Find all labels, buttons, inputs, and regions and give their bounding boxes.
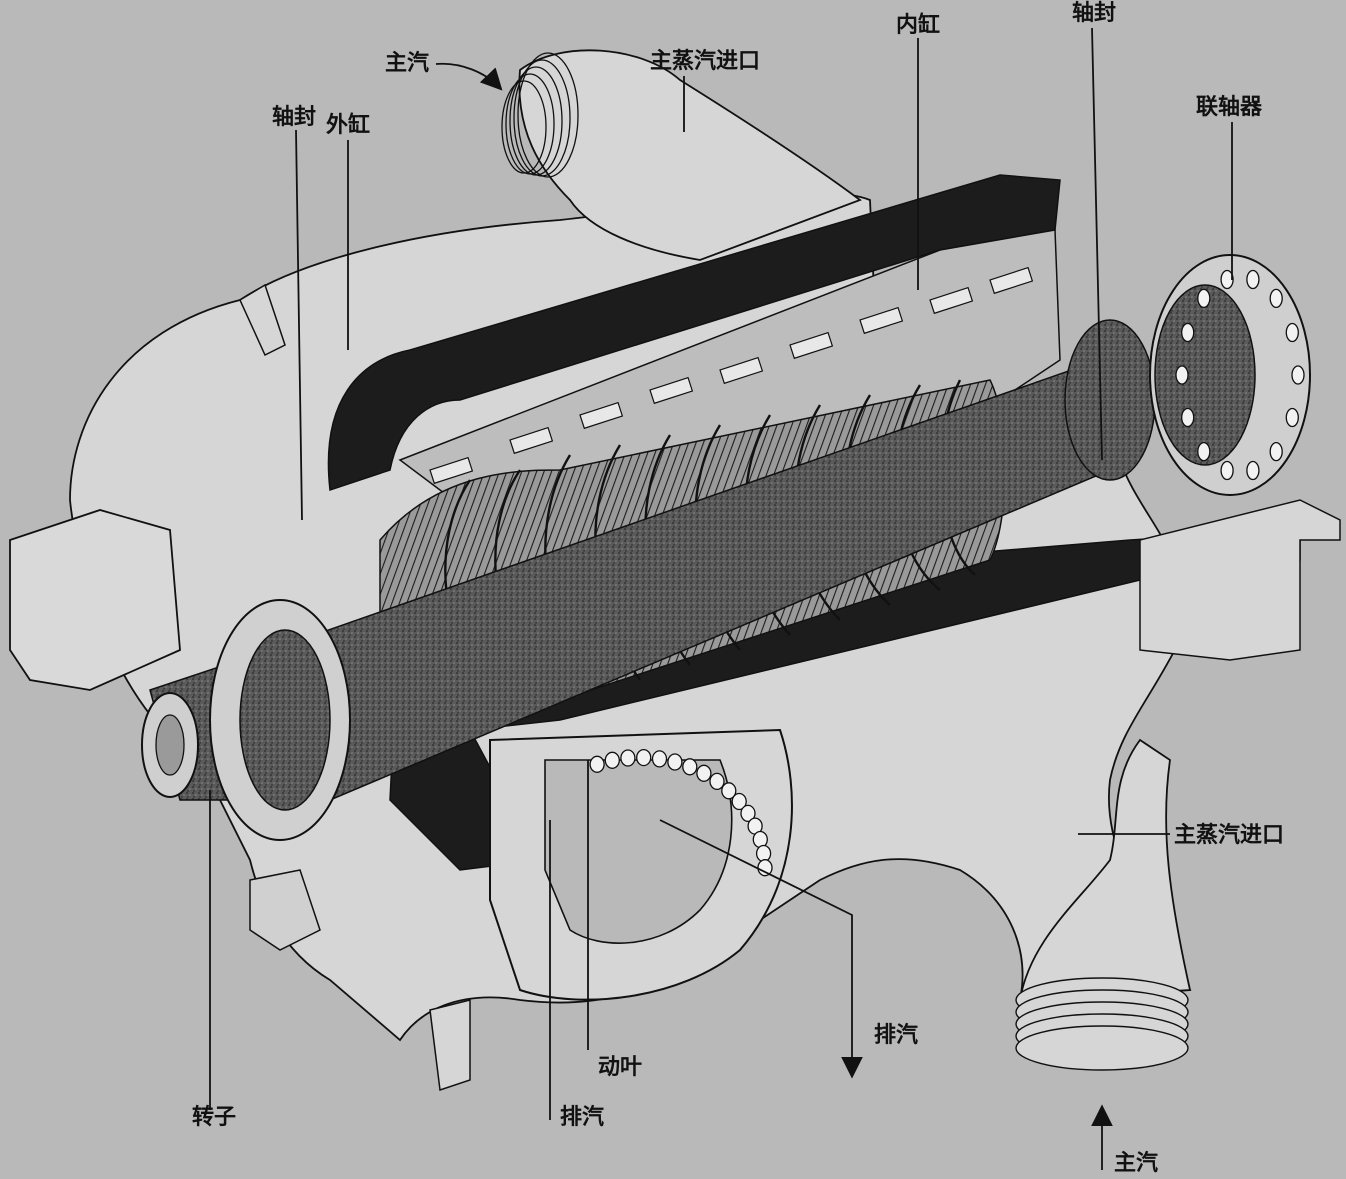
leader-lines xyxy=(209,27,1233,1170)
arrow-exhaust-right xyxy=(659,819,863,1079)
exhaust-flange-hole xyxy=(755,844,772,863)
exhaust-flange-hole xyxy=(696,764,712,782)
label-shaft-seal-right: 轴封 xyxy=(1072,0,1116,26)
left-lower-stub xyxy=(429,999,471,1092)
exhaust-flange-hole xyxy=(589,755,605,773)
left-bearing-block xyxy=(9,509,181,691)
left-top-stub xyxy=(239,283,286,357)
label-rotor: 转子 xyxy=(192,1104,236,1130)
label-inner-casing: 内缸 xyxy=(896,12,940,38)
exhaust-flange-hole xyxy=(731,792,747,811)
exhaust-flange-hole xyxy=(682,758,698,776)
exhaust-flange-hole xyxy=(721,782,737,800)
bottom-inlet-threads xyxy=(1015,977,1189,1071)
coupling-bolt-hole xyxy=(1285,407,1299,428)
upper-casing-section xyxy=(327,174,1061,492)
coupling-bolt-hole xyxy=(1269,441,1283,462)
exhaust-flange-hole xyxy=(651,750,668,768)
coupling-bolt-hole xyxy=(1246,269,1260,290)
coupling-bolt-holes xyxy=(1175,269,1305,481)
exhaust-flange-hole xyxy=(667,753,683,771)
label-main-steam-bottom: 主汽 xyxy=(1114,1150,1158,1176)
label-moving-blades: 动叶 xyxy=(598,1055,642,1080)
exhaust-flange-holes xyxy=(589,748,773,877)
label-shaft-seal-left: 轴封 xyxy=(272,104,316,130)
coupling-bolt-hole xyxy=(1181,407,1195,428)
coupling-bolt-hole xyxy=(1220,269,1234,290)
right-shaft-seal xyxy=(1064,319,1156,481)
right-bearing-block xyxy=(1139,499,1341,661)
exhaust-flange-hole xyxy=(636,748,652,767)
coupling-bolt-hole xyxy=(1291,365,1305,385)
label-main-steam-inlet-right: 主蒸汽进口 xyxy=(1174,822,1284,848)
coupling-bolt-hole xyxy=(1175,365,1189,385)
exhaust-flange-hole xyxy=(620,749,636,767)
coupling-bolt-hole xyxy=(1181,322,1195,343)
callout-labels: 主汽 主蒸汽进口 内缸 轴封 联轴器 轴封 外缸 主蒸汽进口 排汽 动叶 转子 … xyxy=(192,0,1284,1176)
label-main-steam-top: 主汽 xyxy=(385,50,429,76)
coupling-bolt-hole xyxy=(1269,288,1283,309)
exhaust-flange-hole xyxy=(709,772,725,791)
exhaust-flange-hole xyxy=(740,804,756,823)
coupling-bolt-hole xyxy=(1285,322,1299,343)
coupling-bolt-hole xyxy=(1220,460,1234,481)
arrow-main-steam-top xyxy=(435,62,503,91)
left-seal-flange xyxy=(209,599,351,841)
coupling-bolt-hole xyxy=(1197,288,1211,309)
label-outer-casing: 外缸 xyxy=(326,112,370,138)
left-bearing-pedestal xyxy=(249,869,321,951)
exhaust-flange-hole xyxy=(604,751,620,769)
bottom-steam-inlet-pipe xyxy=(1018,738,1192,1001)
label-main-steam-inlet-top: 主蒸汽进口 xyxy=(650,48,760,74)
exhaust-flange xyxy=(489,728,793,1001)
top-inlet-threads xyxy=(501,52,579,178)
coupling-bolt-hole xyxy=(1197,441,1211,462)
coupling-bolt-hole xyxy=(1246,460,1260,481)
label-exhaust-bottom: 排汽 xyxy=(560,1104,604,1130)
coupling-flange xyxy=(1149,254,1311,496)
exhaust-flange-hole xyxy=(757,859,773,877)
nozzle-studs xyxy=(429,266,1034,485)
label-exhaust-right: 排汽 xyxy=(874,1022,918,1048)
label-coupling: 联轴器 xyxy=(1196,94,1263,120)
